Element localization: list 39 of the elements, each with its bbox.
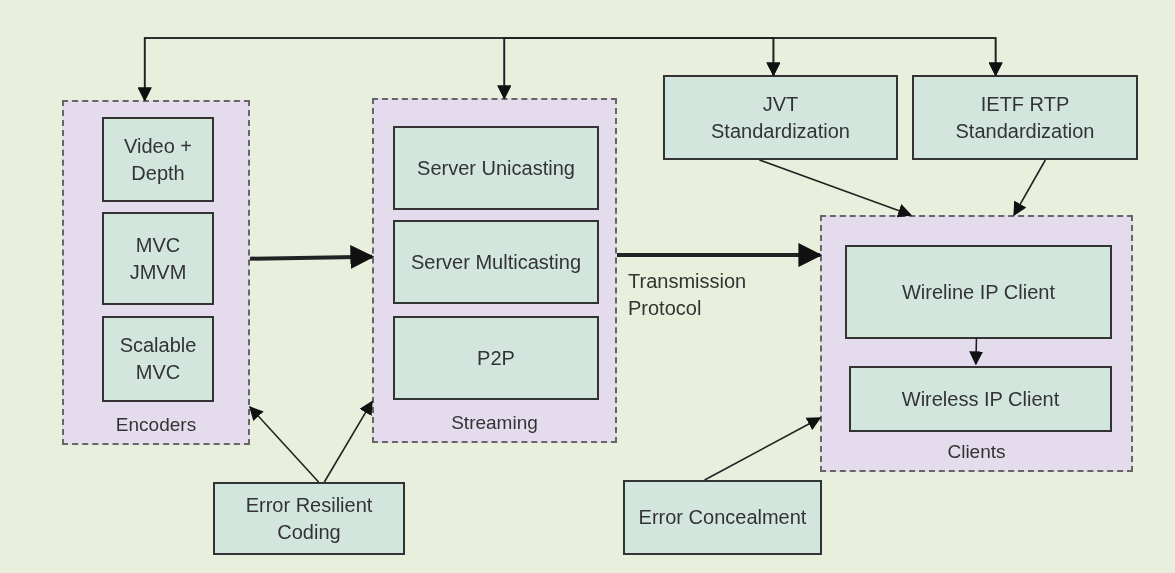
arrow	[969, 336, 984, 366]
process-box	[845, 245, 1112, 339]
arrow	[758, 159, 913, 218]
arrow	[1013, 159, 1047, 217]
box-label: Video + Depth	[123, 133, 193, 186]
box-label: Wireless IP Client	[901, 386, 1060, 412]
box-label: JVT Standardization	[710, 91, 851, 144]
process-box	[663, 75, 898, 160]
group-label: Clients	[946, 439, 1007, 464]
process-box	[393, 316, 599, 400]
process-box	[393, 220, 599, 304]
arrow	[617, 243, 823, 268]
box-label: IETF RTP Standardization	[954, 91, 1096, 144]
process-box	[623, 480, 822, 555]
box-label: P2P	[477, 345, 515, 371]
arrow	[497, 37, 1003, 100]
box-label: Error Concealment	[638, 505, 807, 530]
process-box	[213, 482, 405, 555]
group-box	[820, 215, 1133, 472]
arrow	[249, 245, 375, 270]
box-label: Wireline IP Client	[902, 279, 1055, 305]
process-box	[393, 126, 599, 210]
process-box	[849, 366, 1112, 432]
process-box	[102, 117, 214, 202]
group-label: Encoders	[114, 412, 198, 437]
process-box	[912, 75, 1138, 160]
process-box	[102, 212, 214, 305]
arrow	[323, 400, 373, 483]
box-label: Scalable MVC	[118, 333, 198, 385]
group-box	[62, 100, 250, 445]
group-label: Streaming	[450, 410, 539, 435]
box-label: Error Resilient Coding	[244, 492, 374, 545]
process-box	[102, 316, 214, 402]
arrow	[703, 417, 822, 481]
box-label: Server Multicasting	[410, 249, 582, 275]
box-label: MVC JMVM	[128, 232, 188, 285]
group-box	[372, 98, 617, 443]
arrow	[249, 406, 320, 483]
box-label: Server Unicasting	[417, 155, 575, 181]
